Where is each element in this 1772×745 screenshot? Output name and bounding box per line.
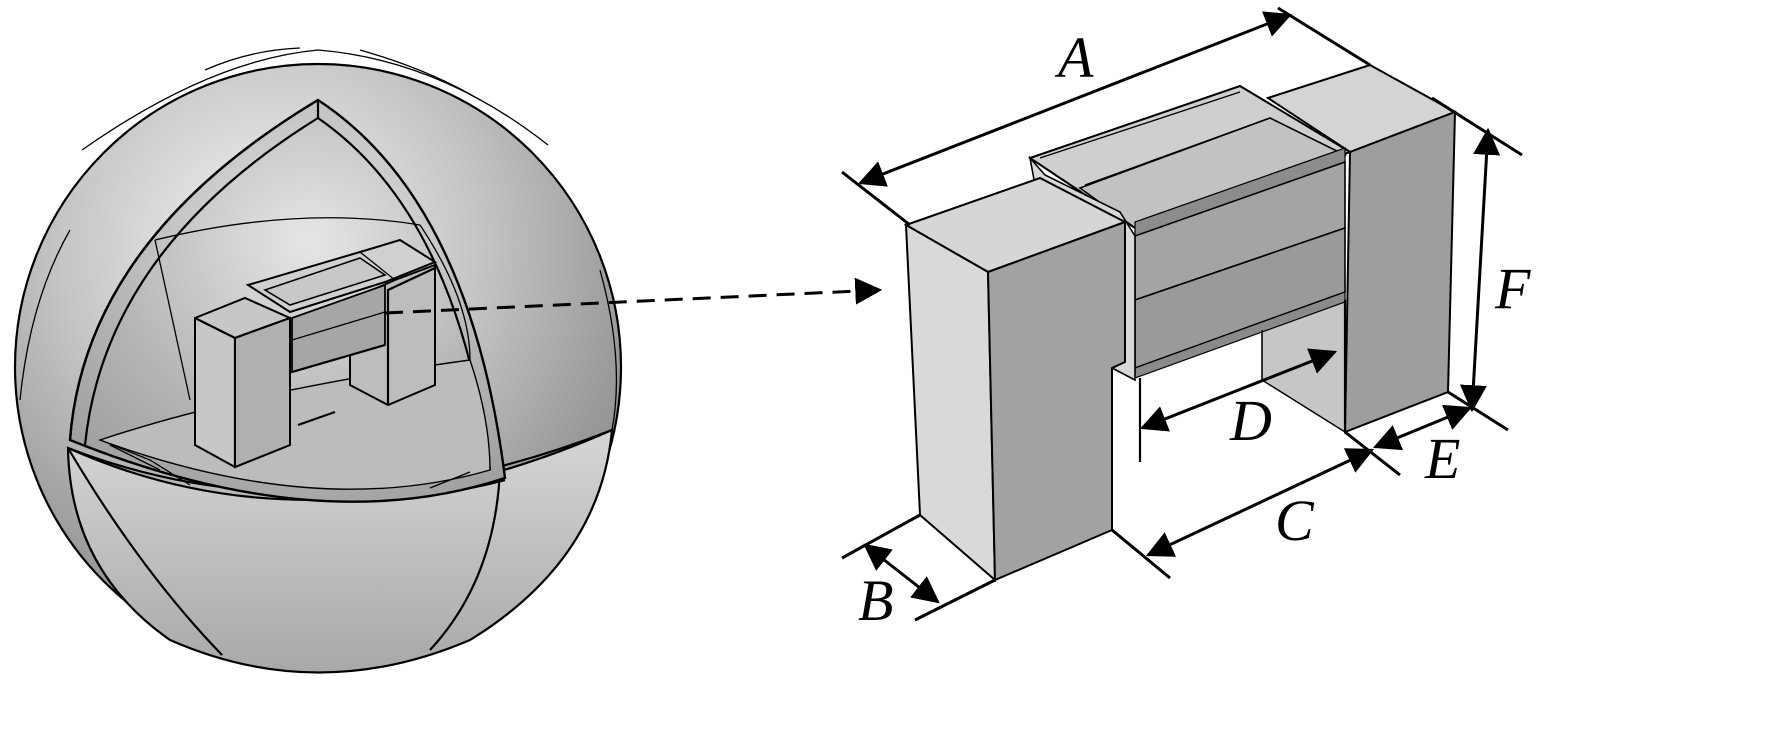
- dimension-label-d: D: [1229, 388, 1272, 453]
- dimension-label-b: B: [858, 568, 893, 633]
- dimension-label-c: C: [1275, 488, 1315, 553]
- air-sphere-model: [13, 47, 623, 674]
- core-model-small: [194, 238, 438, 469]
- dimension-label-f: F: [1494, 256, 1531, 321]
- dimension-lines: [841, 6, 1523, 622]
- dimension-label-e: E: [1424, 426, 1460, 491]
- core-model-detail: [903, 63, 1458, 583]
- dimension-label-a: A: [1054, 25, 1094, 90]
